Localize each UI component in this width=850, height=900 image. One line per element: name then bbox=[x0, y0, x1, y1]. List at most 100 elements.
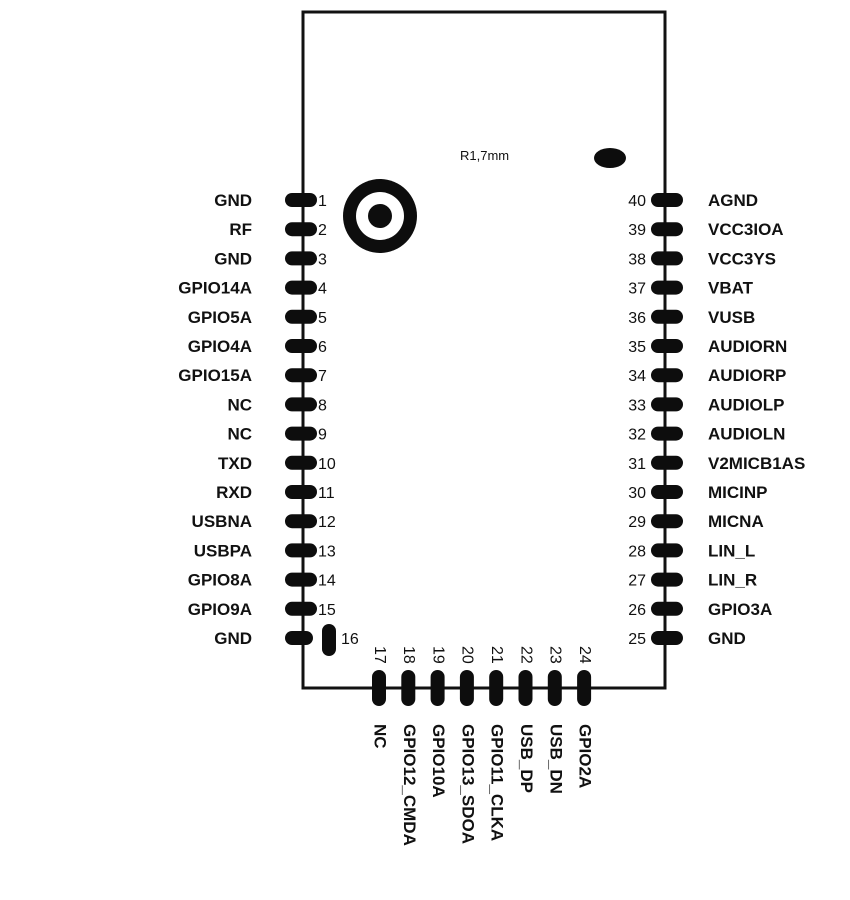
pin-number: 6 bbox=[318, 339, 327, 356]
pin-number: 11 bbox=[318, 485, 335, 502]
pin-number: 19 bbox=[429, 646, 446, 664]
pin-number: 12 bbox=[318, 514, 336, 531]
pin-label: VCC3IOA bbox=[708, 220, 784, 239]
pin-number: 38 bbox=[628, 251, 646, 268]
pin-label: VCC3YS bbox=[708, 249, 776, 268]
pin-pad-7 bbox=[285, 368, 317, 383]
pin-pad-19 bbox=[430, 670, 445, 706]
pin-pad-28 bbox=[651, 543, 683, 558]
pin-number: 2 bbox=[318, 222, 327, 239]
pin-number: 37 bbox=[628, 281, 646, 298]
pin-label: AUDIORN bbox=[708, 337, 787, 356]
pin-label: USB_DN bbox=[546, 724, 565, 794]
pin-label: AGND bbox=[708, 191, 758, 210]
pin-pad-10 bbox=[285, 455, 317, 470]
pin-pad-22 bbox=[518, 670, 533, 706]
pin-number: 3 bbox=[318, 251, 327, 268]
pin-pad-24 bbox=[577, 670, 592, 706]
pin-label: GND bbox=[214, 249, 252, 268]
pin-pad-25 bbox=[651, 631, 683, 645]
pin-label: GPIO14A bbox=[178, 279, 252, 298]
radius-note: R1,7mm bbox=[460, 148, 509, 163]
pin-label: TXD bbox=[218, 454, 252, 473]
pin-pad-16 bbox=[285, 631, 313, 645]
pin-number: 32 bbox=[628, 427, 646, 444]
pin-pad-31 bbox=[651, 455, 683, 470]
pin-number: 5 bbox=[318, 310, 327, 327]
pin-pad-39 bbox=[651, 222, 683, 237]
pin-number: 16 bbox=[341, 631, 359, 648]
pin-number: 31 bbox=[628, 456, 646, 473]
module-outline bbox=[301, 10, 667, 690]
pin-number: 7 bbox=[318, 368, 327, 385]
pin-number: 23 bbox=[547, 646, 564, 664]
pin-number: 17 bbox=[371, 646, 388, 664]
pin-number: 35 bbox=[628, 339, 646, 356]
pin-number: 29 bbox=[628, 514, 646, 531]
pin-pad-27 bbox=[651, 572, 683, 587]
pin-label: RXD bbox=[216, 483, 252, 502]
pin-number: 15 bbox=[318, 602, 336, 619]
pin-number: 28 bbox=[628, 543, 646, 560]
pin-pad-1 bbox=[285, 193, 317, 207]
pin-label: GND bbox=[708, 629, 746, 648]
pin-label: USBNA bbox=[192, 512, 252, 531]
pin-number: 30 bbox=[628, 485, 646, 502]
pin-label: AUDIORP bbox=[708, 366, 786, 385]
pin-label: MICINP bbox=[708, 483, 768, 502]
pin-number: 10 bbox=[318, 456, 336, 473]
pin-number: 14 bbox=[318, 573, 336, 590]
pin-number: 33 bbox=[628, 397, 646, 414]
pin-label: VUSB bbox=[708, 308, 755, 327]
pin-label: GPIO11_CLKA bbox=[488, 724, 507, 841]
pin-label: USB_DP bbox=[517, 724, 536, 793]
pin-number: 21 bbox=[488, 646, 505, 664]
pin-pad-4 bbox=[285, 280, 317, 295]
pin-label: GPIO13_SDOA bbox=[458, 724, 477, 844]
pin-label: AUDIOLP bbox=[708, 395, 785, 414]
pin-pad-32 bbox=[651, 426, 683, 441]
pin-label: LIN_R bbox=[708, 571, 757, 590]
pin-pad-20 bbox=[459, 670, 474, 706]
pin-number: 9 bbox=[318, 427, 327, 444]
pin-label: AUDIOLN bbox=[708, 425, 785, 444]
pin-number: 36 bbox=[628, 310, 646, 327]
pin-pad-16-bottom bbox=[322, 624, 336, 656]
pin-pad-37 bbox=[651, 280, 683, 295]
pin-label: GPIO9A bbox=[188, 600, 252, 619]
pin-label: GPIO10A bbox=[429, 724, 448, 798]
pin-pad-30 bbox=[651, 485, 683, 499]
pin-label: NC bbox=[227, 395, 252, 414]
pin-label: GND bbox=[214, 629, 252, 648]
pin-pad-12 bbox=[285, 514, 317, 529]
pin-number: 13 bbox=[318, 543, 336, 560]
pin-number: 25 bbox=[628, 631, 646, 648]
pin-pad-15 bbox=[285, 601, 317, 616]
pin-pad-5 bbox=[285, 309, 317, 324]
pin-label: MICNA bbox=[708, 512, 764, 531]
marker-pad bbox=[594, 148, 626, 168]
pin-label: LIN_L bbox=[708, 541, 755, 560]
pin-pad-11 bbox=[285, 485, 317, 499]
pin-number: 4 bbox=[318, 281, 327, 298]
pin-number: 26 bbox=[628, 602, 646, 619]
pin-number: 39 bbox=[628, 222, 646, 239]
antenna-center bbox=[368, 204, 392, 228]
pin-pad-40 bbox=[651, 193, 683, 207]
pin-pad-2 bbox=[285, 222, 317, 237]
pin-pad-36 bbox=[651, 309, 683, 324]
pin-pad-34 bbox=[651, 368, 683, 383]
pin-number: 18 bbox=[400, 646, 417, 664]
pin-pad-21 bbox=[489, 670, 504, 706]
pin-label: USBPA bbox=[194, 541, 252, 560]
pin-number: 34 bbox=[628, 368, 646, 385]
pin-label: VBAT bbox=[708, 279, 754, 298]
pin-number: 20 bbox=[459, 646, 476, 664]
pin-label: NC bbox=[371, 724, 390, 749]
pin-label: GPIO15A bbox=[178, 366, 252, 385]
pin-number: 27 bbox=[628, 573, 646, 590]
pin-number: 24 bbox=[576, 646, 593, 664]
pins-group: 1GND2RF3GND4GPIO14A5GPIO5A6GPIO4A7GPIO15… bbox=[178, 191, 805, 846]
pin-label: GPIO2A bbox=[576, 724, 595, 788]
